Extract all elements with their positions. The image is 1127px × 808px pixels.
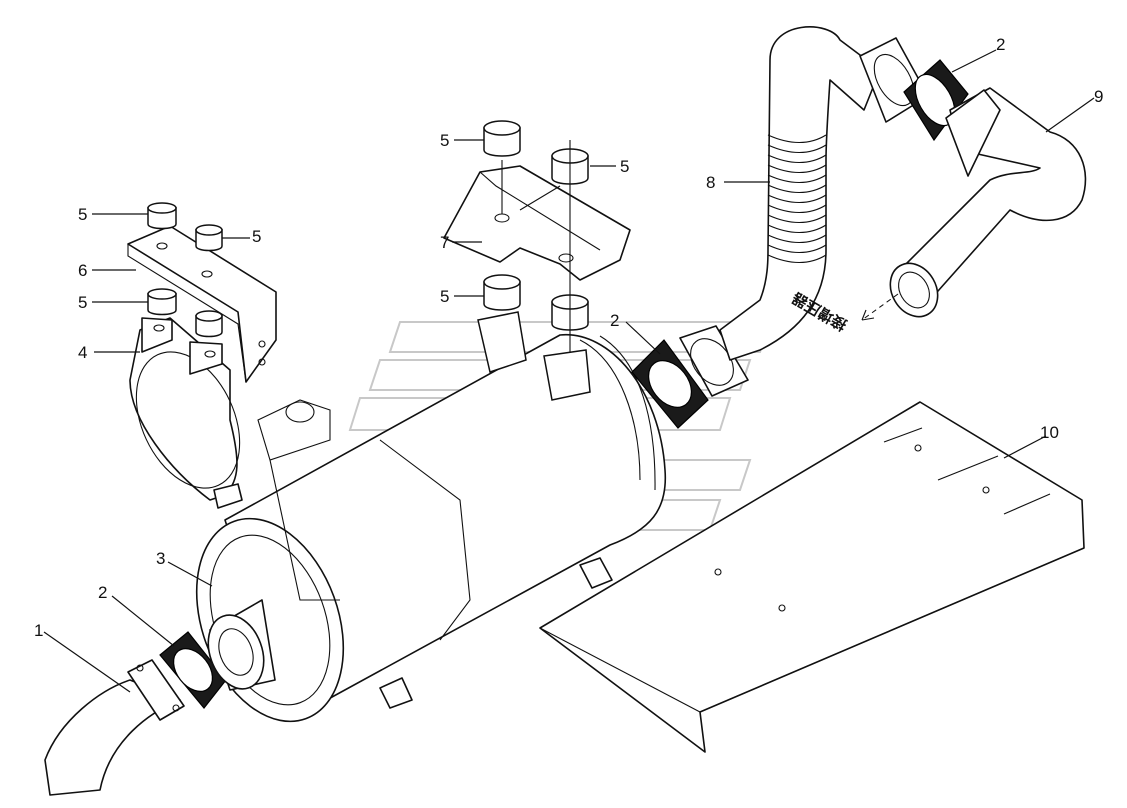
arrow-to-turbocharger bbox=[861, 293, 899, 321]
callout-3: 3 bbox=[156, 549, 165, 568]
callout-9: 9 bbox=[1094, 87, 1103, 106]
callout-5-e: 5 bbox=[620, 157, 629, 176]
callout-6: 6 bbox=[78, 261, 87, 280]
callout-8: 8 bbox=[706, 173, 715, 192]
callout-2-top: 2 bbox=[996, 35, 1005, 54]
bellows-rings bbox=[767, 134, 827, 264]
callout-10: 10 bbox=[1040, 423, 1059, 442]
leader-lines bbox=[43, 49, 1095, 693]
inlet-pipe bbox=[44, 659, 185, 796]
callout-1: 1 bbox=[34, 621, 43, 640]
callout-2-mid: 2 bbox=[610, 311, 619, 330]
engine-outline bbox=[257, 399, 471, 641]
center-bracket bbox=[443, 165, 631, 281]
gasket-inlet bbox=[159, 631, 227, 709]
callout-5-f: 5 bbox=[440, 287, 449, 306]
rubber-mounts-center bbox=[477, 120, 591, 401]
outlet-flange-mid bbox=[631, 325, 749, 429]
callout-2-inlet: 2 bbox=[98, 583, 107, 602]
rubber-mounts-left bbox=[147, 202, 223, 358]
muffler-body bbox=[195, 334, 667, 723]
heat-shield-plate bbox=[539, 401, 1085, 753]
flexible-bellows-pipe bbox=[719, 26, 881, 361]
callout-5-c: 5 bbox=[78, 293, 87, 312]
callout-5-b: 5 bbox=[252, 227, 261, 246]
callout-5-a: 5 bbox=[78, 205, 87, 224]
exhaust-elbow-pipe bbox=[889, 87, 1087, 318]
callout-7: 7 bbox=[440, 233, 449, 252]
clamp-band-bracket bbox=[129, 317, 243, 509]
callout-5-d: 5 bbox=[440, 131, 449, 150]
callout-4: 4 bbox=[78, 343, 87, 362]
upper-flange bbox=[859, 37, 969, 142]
